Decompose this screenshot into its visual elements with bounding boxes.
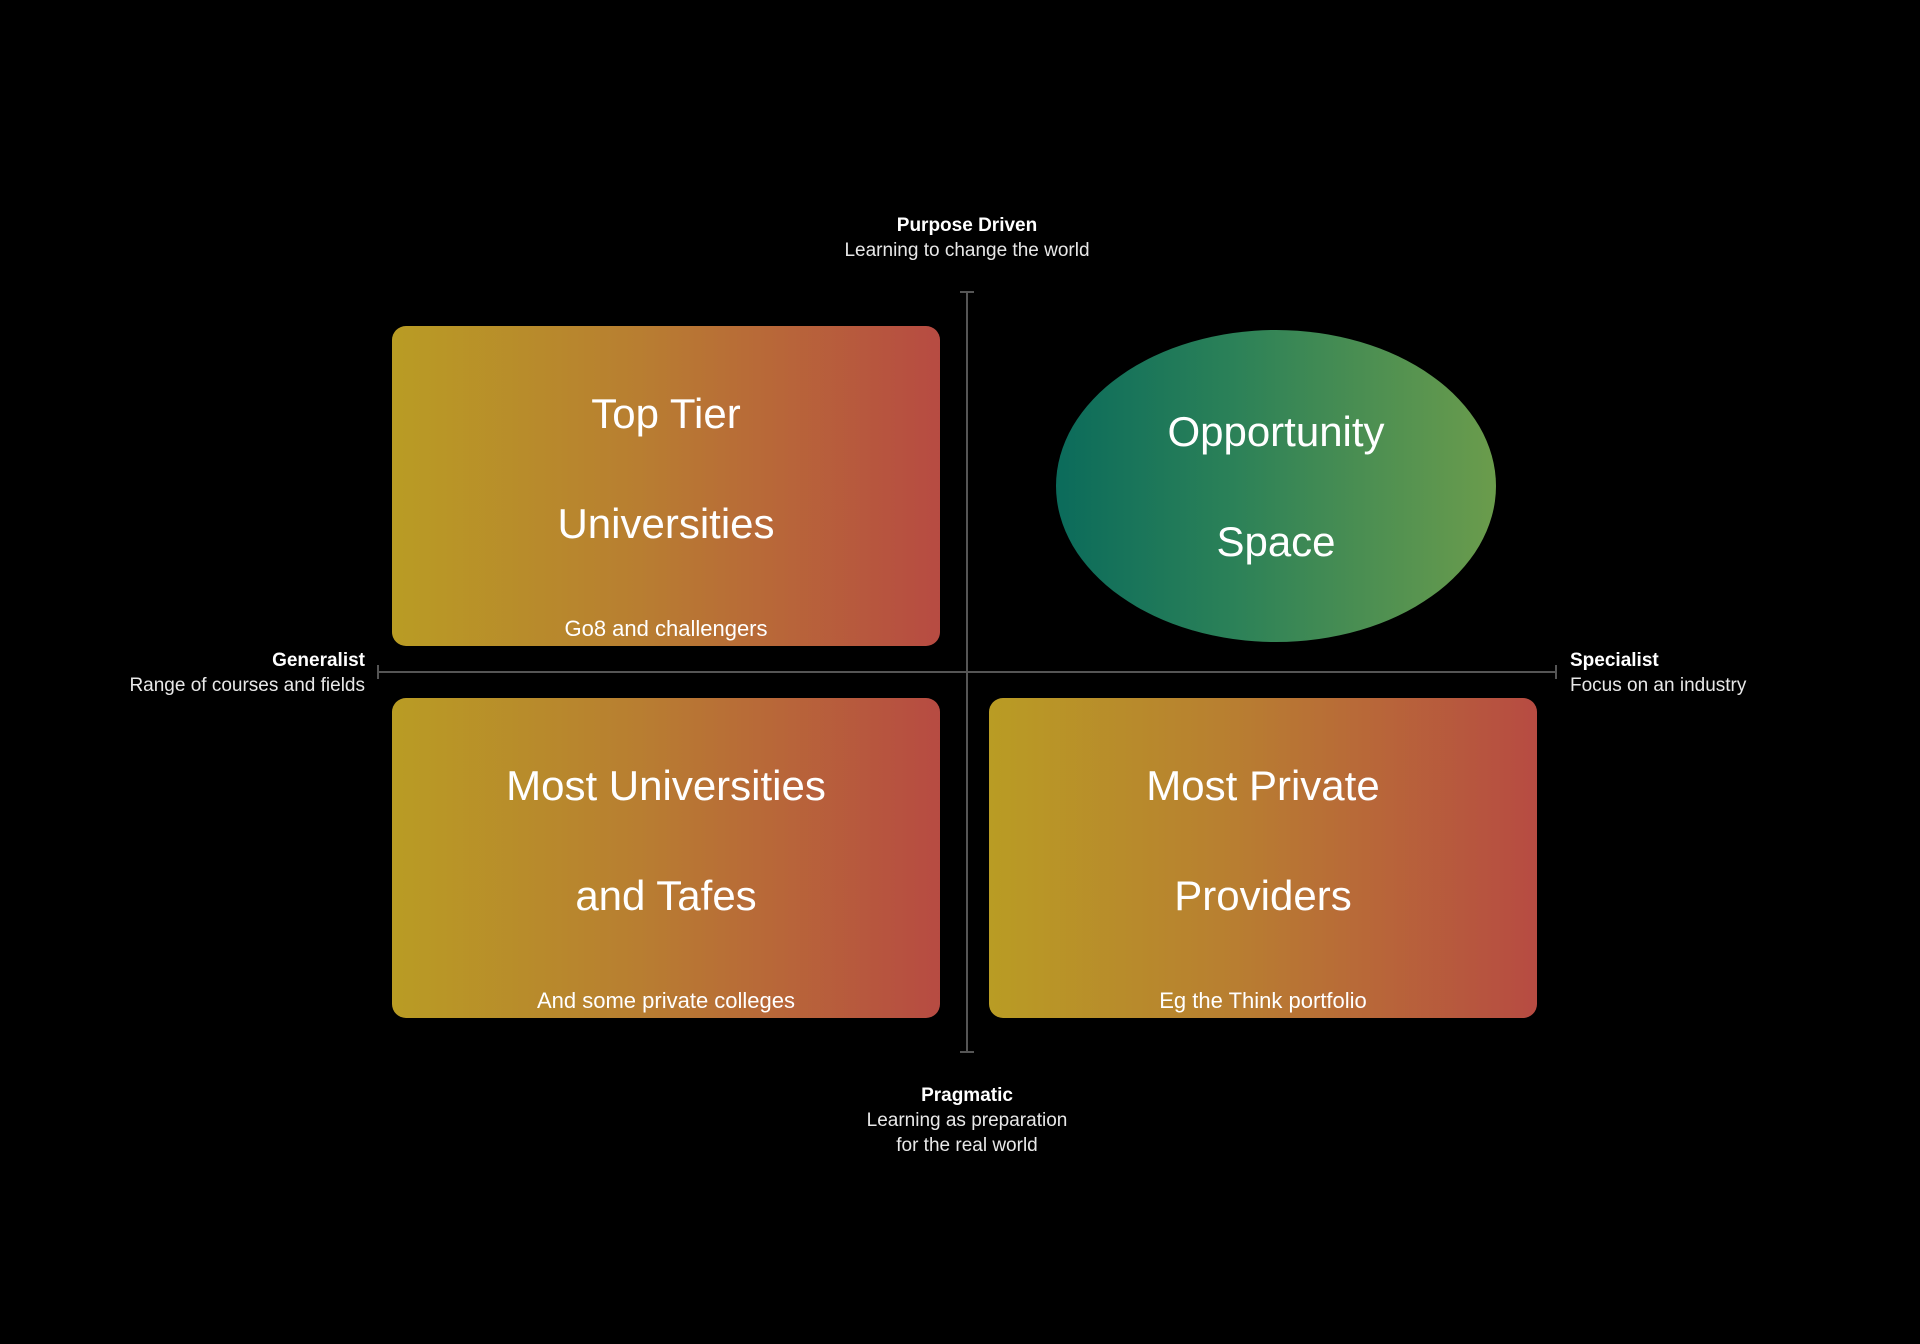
quadrant-top-left-box: Top Tier Universities Go8 and challenger… [392, 326, 940, 646]
quadrant-bottom-right-box: Most Private Providers Eg the Think port… [989, 698, 1537, 1018]
axis-top-subtitle: Learning to change the world [844, 240, 1090, 261]
axis-cap-left [377, 665, 379, 679]
quadrant-top-left-title-line1: Top Tier [591, 389, 741, 437]
opportunity-space-title-line1: Opportunity [1167, 407, 1385, 455]
axis-right-subtitle: Focus on an industry [1570, 675, 1747, 696]
quadrant-top-left-subtitle: Go8 and challengers [564, 615, 768, 641]
axis-label-top: Purpose Driven Learning to change the wo… [767, 213, 1167, 263]
quadrant-bottom-left-title-line2: and Tafes [575, 871, 757, 919]
axis-label-bottom: Pragmatic Learning as preparation for th… [767, 1083, 1167, 1158]
horizontal-axis-line [378, 671, 1556, 673]
axis-left-title: Generalist [272, 650, 365, 671]
axis-label-right: Specialist Focus on an industry [1570, 648, 1900, 698]
axis-top-title: Purpose Driven [896, 215, 1038, 236]
quadrant-bottom-left-subtitle: And some private colleges [536, 987, 796, 1013]
axis-cap-right [1555, 665, 1557, 679]
quadrant-top-left-title: Top Tier Universities [557, 331, 774, 606]
quadrant-bottom-right-subtitle: Eg the Think portfolio [1159, 987, 1367, 1013]
axis-label-left: Generalist Range of courses and fields [40, 648, 365, 698]
quadrant-bottom-right-title: Most Private Providers [1146, 703, 1379, 978]
axis-left-subtitle: Range of courses and fields [129, 675, 365, 696]
quadrant-bottom-left-title-line1: Most Universities [506, 761, 826, 809]
quadrant-bottom-left-title: Most Universities and Tafes [506, 703, 826, 978]
opportunity-space-title-line2: Space [1216, 517, 1336, 565]
quadrant-top-left-title-line2: Universities [557, 499, 775, 547]
axis-right-title: Specialist [1570, 650, 1659, 671]
opportunity-space-title: Opportunity Space [1167, 349, 1384, 624]
axis-bottom-title: Pragmatic [921, 1085, 1013, 1106]
axis-bottom-subtitle-line1: Learning as preparation [866, 1110, 1068, 1131]
quadrant-bottom-right-title-line1: Most Private [1146, 761, 1380, 809]
quadrant-bottom-right-title-line2: Providers [1174, 871, 1352, 919]
axis-cap-bottom [960, 1051, 974, 1053]
opportunity-space-ellipse: Opportunity Space [1056, 330, 1496, 642]
axis-cap-top [960, 291, 974, 293]
quadrant-bottom-left-box: Most Universities and Tafes And some pri… [392, 698, 940, 1018]
axis-bottom-subtitle-line2: for the real world [896, 1135, 1038, 1156]
